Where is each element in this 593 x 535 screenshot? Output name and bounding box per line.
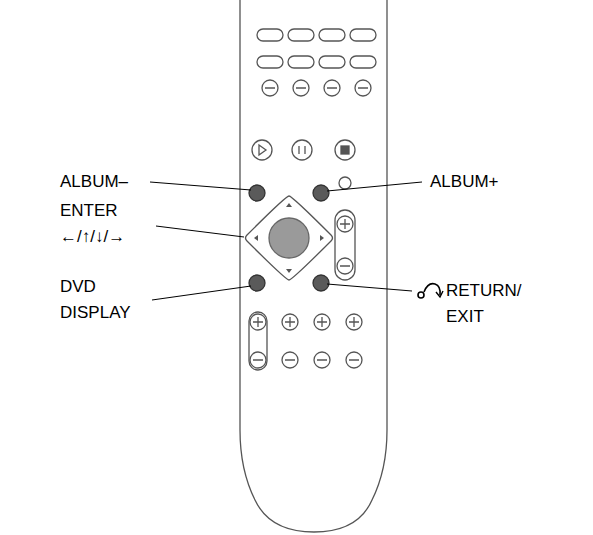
transport-buttons: [252, 140, 355, 189]
remote-body: [240, 0, 387, 532]
leader-line: [156, 226, 244, 237]
callout-label: DVD DISPLAY: [60, 274, 142, 326]
leader-line: [327, 284, 412, 291]
return-symbol: [418, 284, 443, 298]
leader-line: [150, 182, 251, 190]
bottom-button-rows: [249, 312, 362, 370]
leader-line: [327, 182, 422, 191]
direction-pad: [246, 196, 333, 280]
corner-buttons: [249, 185, 329, 291]
callout-label: ALBUM–: [60, 169, 128, 195]
leader-lines: [150, 182, 422, 300]
leader-line: [152, 286, 251, 300]
top-button-rows: [257, 29, 376, 96]
callout-label: ENTER: [60, 198, 118, 224]
callout-label: RETURN/ EXIT: [446, 278, 532, 330]
volume-capsule: [335, 210, 355, 280]
callout-label: ALBUM+: [430, 169, 499, 195]
callout-label: ←/↑/↓/→: [60, 224, 125, 250]
